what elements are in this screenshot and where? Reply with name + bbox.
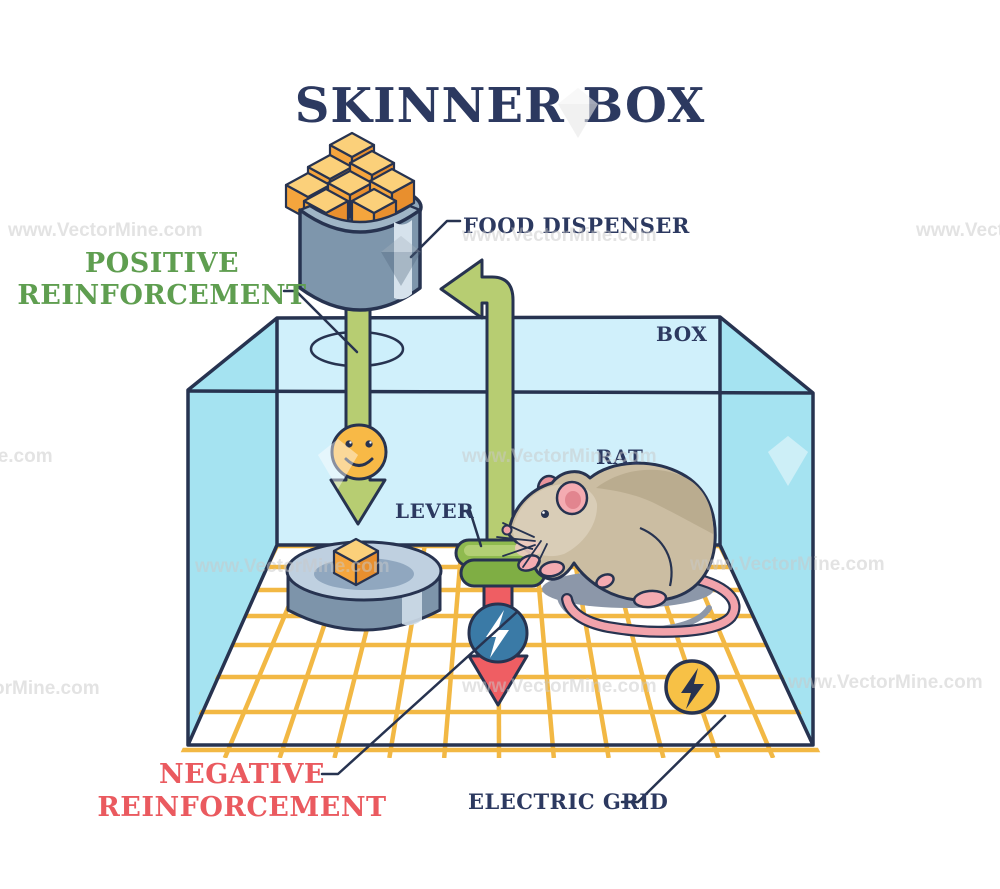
label-positive-line2: REINFORCEMENT	[17, 280, 306, 311]
label-lever: LEVER	[395, 499, 474, 523]
label-rat: RAT	[596, 445, 643, 469]
page-title: SKINNER BOX	[295, 78, 705, 134]
box-right-wall	[720, 317, 813, 745]
lightning-bolt-icon	[486, 610, 509, 658]
label-food-dispenser: FOOD DISPENSER	[463, 213, 690, 238]
watermark-text: www.VectorMine.com	[0, 678, 100, 699]
lever-leader	[460, 509, 483, 548]
rat-front-paw	[538, 560, 566, 578]
rat-tail	[561, 570, 741, 638]
label-negative-line2: REINFORCEMENT	[97, 792, 386, 823]
rat	[496, 461, 741, 638]
watermark-text: www.VectorMine.com	[7, 220, 203, 241]
rat-eye	[541, 510, 549, 518]
label-negative-line1: NEGATIVE	[159, 759, 325, 790]
label-electric-grid: ELECTRIC GRID	[468, 789, 668, 814]
label-box: BOX	[656, 322, 707, 346]
food-dispenser	[284, 131, 423, 312]
food-dish	[285, 537, 443, 632]
electric-grid-leader	[620, 714, 727, 804]
loop-arrow-lever-to-dispenser	[439, 258, 515, 562]
rat-ear-front	[555, 480, 589, 516]
no-shock-icon	[467, 602, 529, 664]
positive-reinforcement-leader	[282, 289, 359, 354]
rat-whiskers	[496, 522, 548, 570]
watermark-text: www.VectorMine.com	[915, 220, 1000, 241]
negative-reinforcement-leader	[320, 610, 519, 776]
electric-grid-icon	[664, 659, 720, 715]
rat-hind-foot	[632, 589, 668, 609]
rat-hind-leg	[595, 573, 615, 589]
leader-lines	[282, 219, 727, 804]
lightning-bolt-icon	[681, 668, 704, 709]
food-dispenser-leader	[409, 219, 462, 259]
watermark-text: www.VectorMine.com	[0, 446, 53, 467]
label-positive-line1: POSITIVE	[85, 248, 239, 279]
box-left-wall	[188, 318, 277, 745]
watermark-text: www.VectorMine.com	[787, 672, 983, 693]
